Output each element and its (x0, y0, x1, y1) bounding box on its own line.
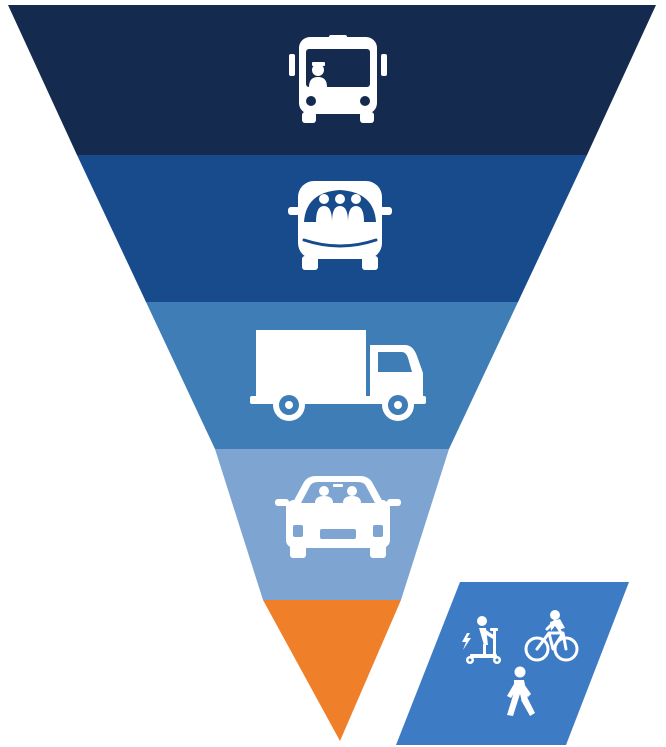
tier-truck (146, 302, 518, 449)
active-mobility-panel-bg (396, 582, 629, 745)
van-with-passengers-icon (288, 181, 392, 270)
cyclist-icon (524, 610, 579, 662)
active-mobility-panel (396, 582, 629, 745)
tier-bus (8, 5, 656, 155)
tier-tip-band (263, 600, 401, 741)
car-with-occupants-icon (275, 476, 401, 558)
delivery-truck-icon (250, 330, 426, 421)
bus-with-driver-icon (289, 35, 387, 123)
pedestrian-icon (507, 666, 535, 716)
tier-car (215, 449, 449, 600)
tier-tip (263, 600, 401, 741)
tier-van (77, 155, 587, 302)
electric-scooter-icon (462, 616, 501, 664)
